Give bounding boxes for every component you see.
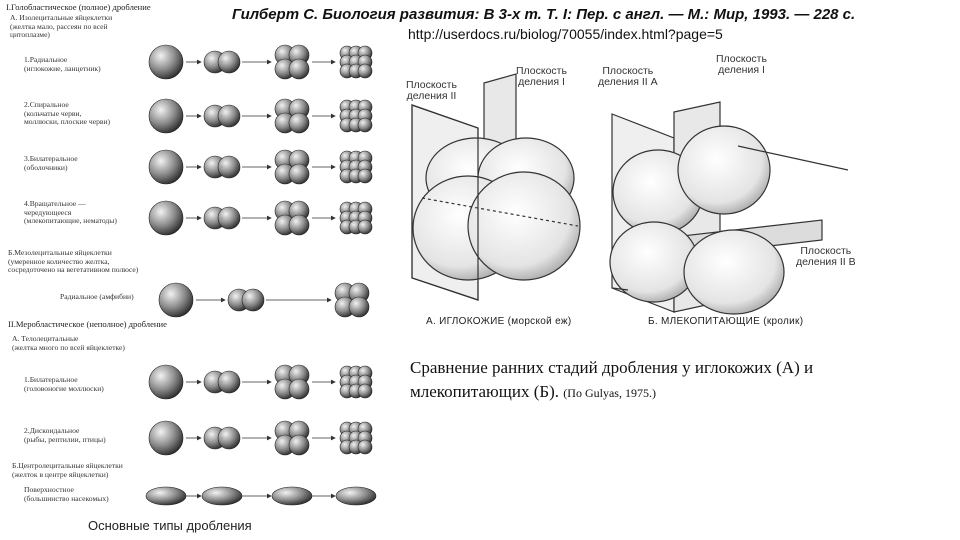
embryo-blastomere <box>357 383 373 399</box>
embryo-blastomere <box>357 168 373 184</box>
plane-label-rabbit-i: Плоскость деления I <box>716 53 767 76</box>
embryo-blastomere <box>288 58 310 80</box>
embryo-zygote <box>148 44 184 80</box>
embryo-zygote <box>148 98 184 134</box>
embryo-blastomere <box>357 439 373 455</box>
planes-illustration <box>411 73 849 315</box>
label-telolecithal: А. Телолецитальные (желтка много по всей… <box>12 334 125 352</box>
embryo-superficial-stage <box>201 486 243 506</box>
embryo-blastomere <box>357 117 373 133</box>
embryo-blastomere <box>357 63 373 79</box>
embryo-zygote <box>148 149 184 185</box>
embryo-zygote <box>148 200 184 236</box>
embryo-blastomere <box>217 370 241 394</box>
embryo-blastomere <box>288 214 310 236</box>
plane-label-rabbit-iib: Плоскость деления II В <box>796 245 856 268</box>
plane-label-urchin-ii: Плоскость деления II <box>406 79 457 102</box>
label-radial: 1.Радиальное (иглокожие, ланцетник) <box>24 55 101 73</box>
caption-source: (По Gulyas, 1975.) <box>563 386 656 400</box>
embryo-blastomere <box>241 288 265 312</box>
label-centrolecithal: Б.Центролецитальные яйцеклетки (желток в… <box>12 461 123 479</box>
embryo-blastomere <box>217 426 241 450</box>
label-meroblastic: II.Меробластическое (неполное) дробление <box>8 319 167 329</box>
embryo-superficial-stage <box>335 486 377 506</box>
embryo-blastomere <box>217 206 241 230</box>
embryo-stages <box>145 44 377 506</box>
caption-mammals: Б. МЛЕКОПИТАЮЩИЕ (кролик) <box>648 316 804 327</box>
embryo-superficial-stage <box>271 486 313 506</box>
embryo-blastomere <box>357 219 373 235</box>
embryo-blastomere <box>217 155 241 179</box>
embryo-blastomere <box>348 296 370 318</box>
embryo-blastomere <box>288 163 310 185</box>
label-holoblastic: I.Голобластическое (полное) дробление <box>6 2 151 12</box>
label-rotational: 4.Вращательное — чередующееся (млекопита… <box>24 199 117 226</box>
cleavage-illustration <box>145 44 377 506</box>
embryo-superficial-stage <box>145 486 187 506</box>
caption-text: Сравнение ранних стадий дробления у игло… <box>410 358 814 401</box>
embryo-blastomere <box>288 378 310 400</box>
cleavage-planes-figure: Плоскость деления II Плоскость деления I… <box>398 50 868 340</box>
figure-caption: Сравнение ранних стадий дробления у игло… <box>410 356 930 405</box>
label-superficial: Поверхностное (большинство насекомых) <box>24 485 109 503</box>
cleavage-types-figure: I.Голобластическое (полное) дробление А.… <box>0 0 384 540</box>
label-bilateral: 3.Билатеральное (оболочники) <box>24 154 78 172</box>
label-spiral: 2.Спиральное (кольчатые черви, моллюски,… <box>24 100 111 127</box>
plane-label-rabbit-iia: Плоскость деления II А <box>598 65 658 88</box>
label-mesolecithal: Б.Мезолецитальные яйцеклетки (умеренное … <box>8 248 139 275</box>
citation-title: Гилберт С. Биология развития: В 3-х т. Т… <box>232 6 856 23</box>
embryo-blastomere <box>217 104 241 128</box>
label-bilateral-cephalopods: 1.Билатеральное (головоногие моллюски) <box>24 375 104 393</box>
source-url[interactable]: http://userdocs.ru/biolog/70055/index.ht… <box>408 26 723 42</box>
embryo-zygote <box>158 282 194 318</box>
sea-urchin-embryo <box>411 73 581 301</box>
embryo-zygote <box>148 364 184 400</box>
embryo-blastomere <box>288 434 310 456</box>
label-discoidal: 2.Дискоидальное (рыбы, рептилии, птицы) <box>24 426 106 444</box>
caption-sea-urchin: А. ИГЛОКОЖИЕ (морской еж) <box>426 316 572 327</box>
rabbit-embryo <box>609 101 849 315</box>
label-isolecithal: А. Изолецитальные яйцеклетки (желтка мал… <box>10 13 113 40</box>
embryo-blastomere <box>288 112 310 134</box>
embryo-zygote <box>148 420 184 456</box>
left-figure-caption: Основные типы дробления <box>88 518 252 533</box>
label-radial-amphibians: Радиальное (амфибии) <box>60 292 134 301</box>
plane-label-urchin-i: Плоскость деления I <box>516 65 567 88</box>
embryo-blastomere <box>217 50 241 74</box>
